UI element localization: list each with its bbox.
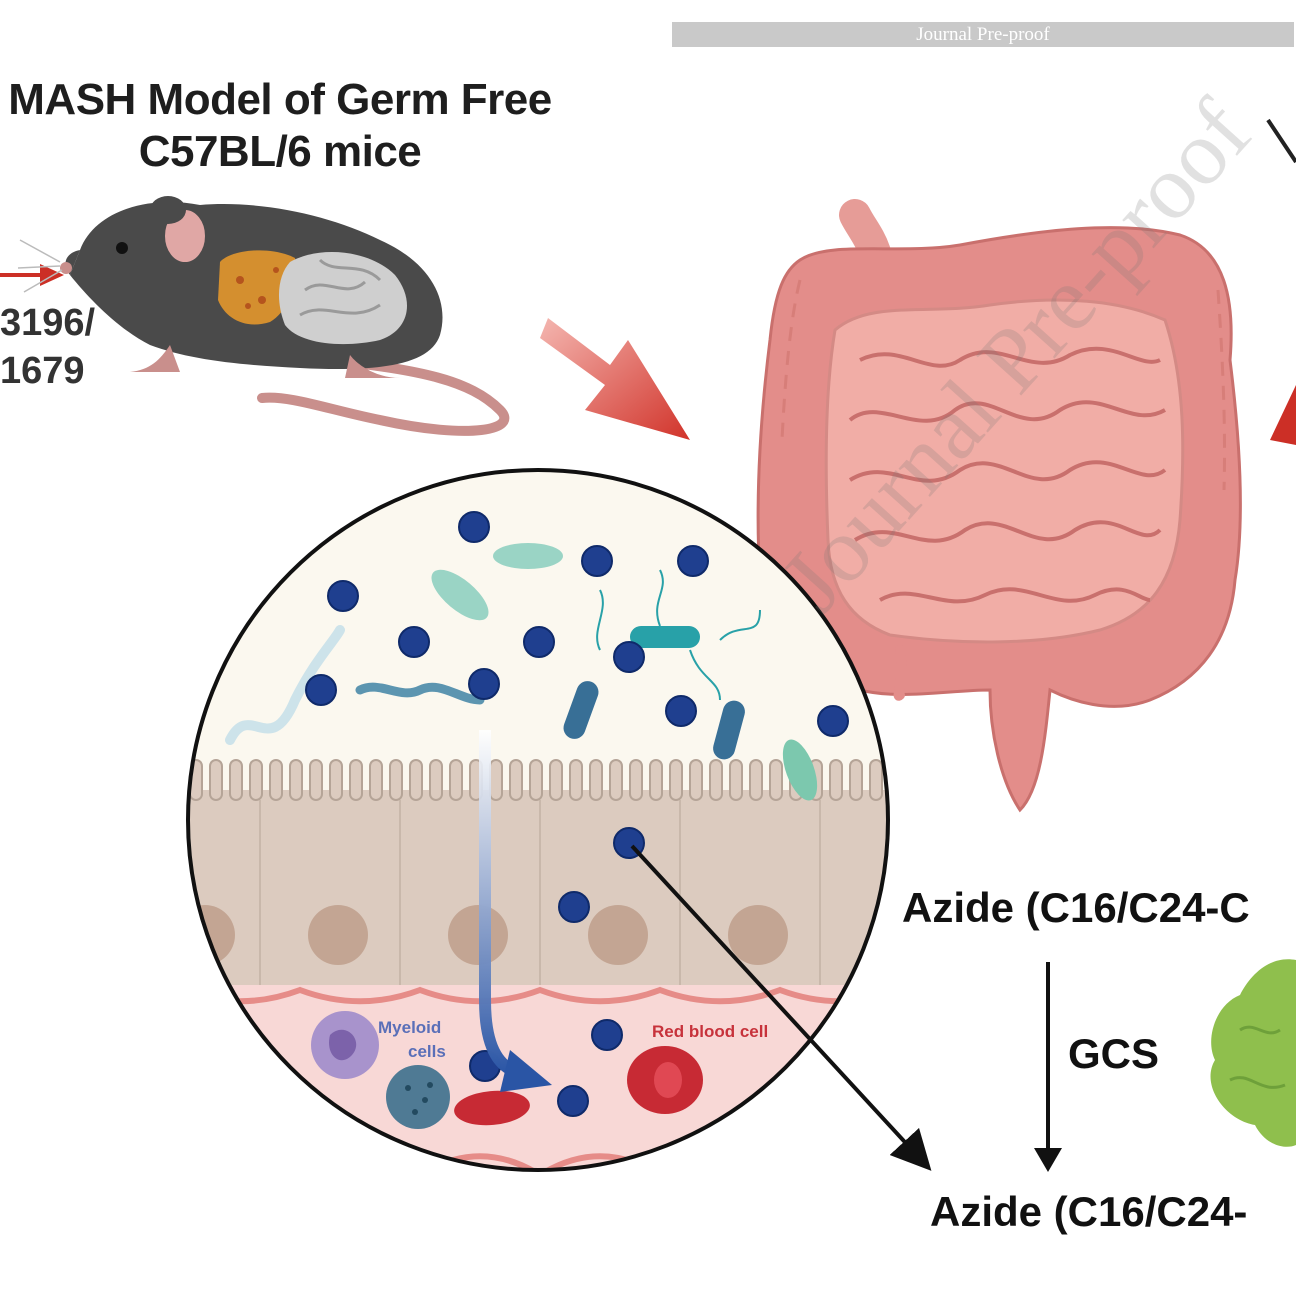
mouse-illustration: [17, 196, 510, 436]
partial-red-arrow-right: [1270, 385, 1296, 445]
product-label: Azide (C16/C24-: [930, 1188, 1248, 1235]
strain-label-bottom: 1679: [0, 350, 85, 392]
transport-arrow: [630, 844, 932, 1171]
big-red-arrow: [540, 318, 690, 440]
myeloid-label-line1: Myeloid: [378, 1018, 442, 1037]
zoom-circle-outline: [186, 468, 890, 1172]
substrate-label: Azide (C16/C24-C: [902, 884, 1250, 931]
figure-title: MASH Model of Germ Free C57BL/6 mice: [0, 74, 560, 178]
enzyme-label: GCS: [1068, 1030, 1160, 1077]
partial-line-top-right: [1266, 118, 1296, 164]
title-line-1: MASH Model of Germ Free: [8, 75, 552, 124]
rbc-label: Red blood cell: [652, 1022, 769, 1041]
intestine-illustration: [756, 199, 1242, 813]
myeloid-label-line2: cells: [408, 1042, 446, 1061]
strain-label-top: 3196/: [0, 302, 96, 344]
title-line-2: C57BL/6 mice: [138, 127, 422, 176]
green-cell: [1210, 959, 1296, 1147]
journal-header-bar: Journal Pre-proof: [672, 22, 1294, 47]
